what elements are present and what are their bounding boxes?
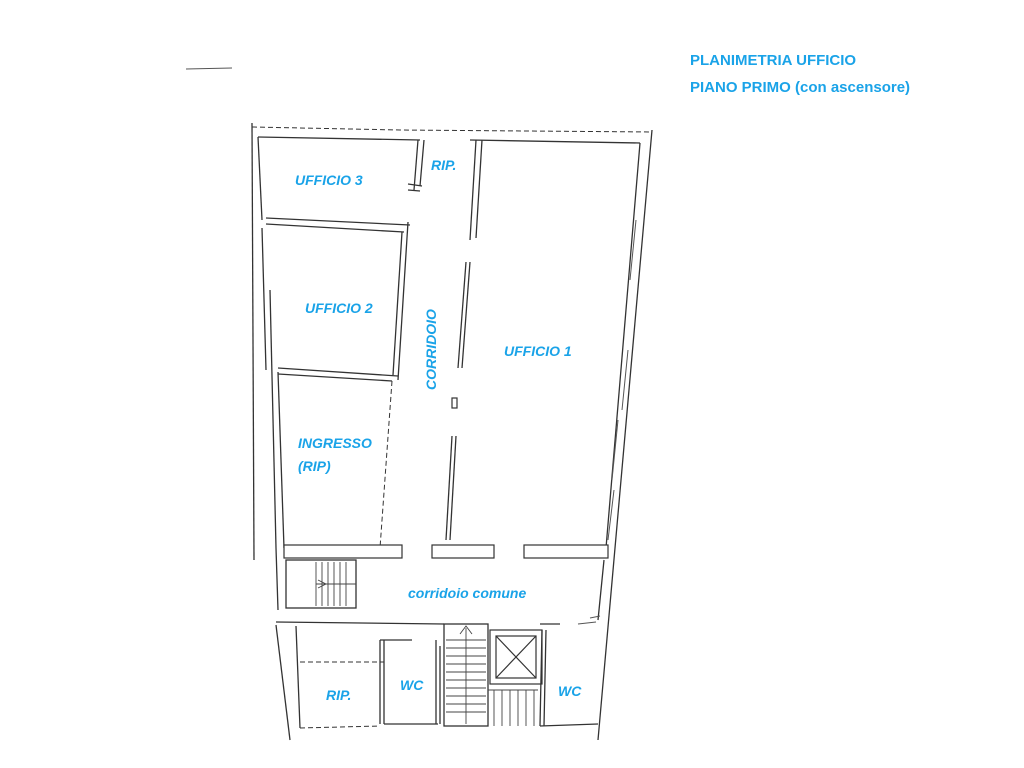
room-label-ingresso-rip: (RIP): [298, 458, 331, 474]
room-label-corridoio-comune: corridoio comune: [408, 585, 526, 601]
room-label-rip-top: RIP.: [431, 157, 456, 173]
room-label-ufficio-1: UFFICIO 1: [504, 343, 572, 359]
room-label-wc-left: WC: [400, 677, 424, 693]
room-label-corridoio: CORRIDOIO: [423, 309, 439, 390]
room-label-ufficio-3: UFFICIO 3: [295, 172, 363, 188]
room-label-rip-bottom: RIP.: [326, 687, 351, 703]
outer-walls: [251, 122, 653, 741]
plan-title-line1: PLANIMETRIA UFFICIO: [690, 52, 856, 69]
stray-mark: [185, 67, 233, 70]
interior-walls: [265, 139, 609, 559]
room-label-ufficio-2: UFFICIO 2: [305, 300, 373, 316]
room-label-ingresso: INGRESSO: [298, 435, 372, 451]
lower-walls: [275, 559, 605, 729]
plan-title-line2: PIANO PRIMO (con ascensore): [690, 79, 910, 96]
room-label-wc-right: WC: [558, 683, 582, 699]
